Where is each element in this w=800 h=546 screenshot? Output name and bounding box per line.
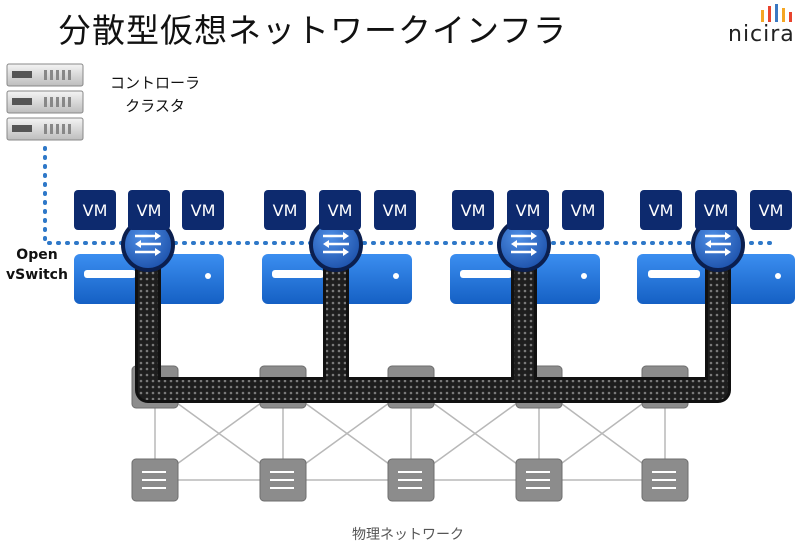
logo-text: nicira (728, 22, 795, 47)
vm-box: VM (640, 190, 682, 230)
hypervisor-hosts (74, 254, 795, 304)
open-vswitch-label: Open vSwitch (2, 245, 72, 285)
ovs-label-line1: Open (16, 247, 58, 263)
controller-cluster-label: コントローラ クラスタ (110, 72, 200, 118)
vm-box: VM (695, 190, 737, 230)
logo-bars (761, 4, 792, 22)
tunnel-overlay (135, 237, 731, 403)
vm-box: VM (128, 190, 170, 230)
vm-box: VM (374, 190, 416, 230)
physical-network-label: 物理ネットワーク (352, 527, 464, 543)
network-switch-icon (259, 458, 307, 502)
vm-box: VM (750, 190, 792, 230)
vswitch-icon (121, 218, 175, 272)
vm-box: VM (319, 190, 361, 230)
open-vswitch-nodes (121, 218, 745, 272)
controller-label-line1: コントローラ (110, 74, 201, 92)
controller-label-line2: クラスタ (125, 97, 185, 115)
vm-box: VM (264, 190, 306, 230)
network-switch-icon (515, 458, 563, 502)
vswitch-icon (309, 218, 363, 272)
nicira-logo: nicira (728, 4, 795, 50)
vm-box: VM (74, 190, 116, 230)
vswitch-icon (497, 218, 551, 272)
ovs-label-line2: vSwitch (6, 267, 68, 283)
network-switch-icon (387, 458, 435, 502)
vm-box: VM (182, 190, 224, 230)
server-rack-icon (6, 63, 84, 141)
network-switch-icon (131, 458, 179, 502)
network-switch-icon (641, 458, 689, 502)
page-title: 分散型仮想ネットワークインフラ (58, 11, 568, 50)
vm-box: VM (562, 190, 604, 230)
vm-box: VM (452, 190, 494, 230)
vm-box: VM (507, 190, 549, 230)
